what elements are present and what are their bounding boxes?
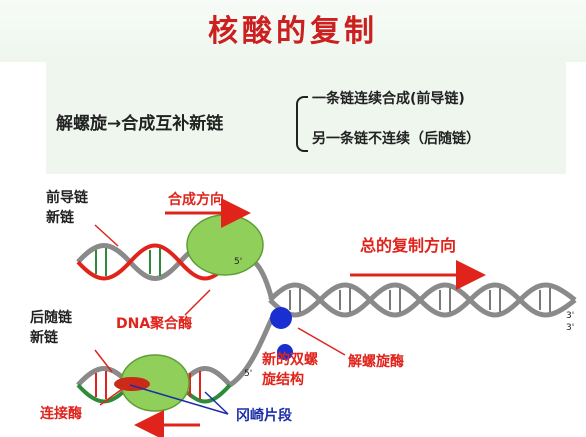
label-dna-polymerase: DNA聚合酶 [116,316,193,332]
label-3prime-top: 3' [566,323,575,333]
label-5prime-top: 5' [234,257,243,267]
brace-bracket [296,96,308,152]
side-bar [582,220,586,420]
callout-lines-blue [129,384,229,415]
slide-title: 核酸的复制 [208,14,378,49]
label-ligase: 连接酶 [40,406,82,422]
parental-helix [268,282,577,318]
helicase-shape-2 [277,344,293,360]
topic-statement: 解螺旋→合成互补新链 [56,114,224,134]
branch-leading: 一条链连续合成(前导链) [312,91,465,107]
title-band [0,0,586,62]
label-5prime-bottom: 5' [244,369,253,379]
helicase-shape [270,307,292,329]
branch-lagging: 另一条链不连续（后随链） [312,131,480,147]
topic-panel [46,62,566,174]
label-okazaki: 冈崎片段 [236,408,292,424]
label-synthesis-direction: 合成方向 [168,192,224,208]
label-leading-strand: 前导链 新链 [46,190,88,226]
label-new-double-helix: 新的双螺 旋结构 [262,352,318,388]
callout-lines-red [94,224,346,406]
label-lagging-strand: 后随链 新链 [30,310,72,346]
label-helicase: 解螺旋酶 [348,354,404,370]
label-3prime-bottom: 3' [566,311,575,321]
label-overall-direction: 总的复制方向 [360,236,457,255]
dna-polymerase-top [186,214,264,276]
